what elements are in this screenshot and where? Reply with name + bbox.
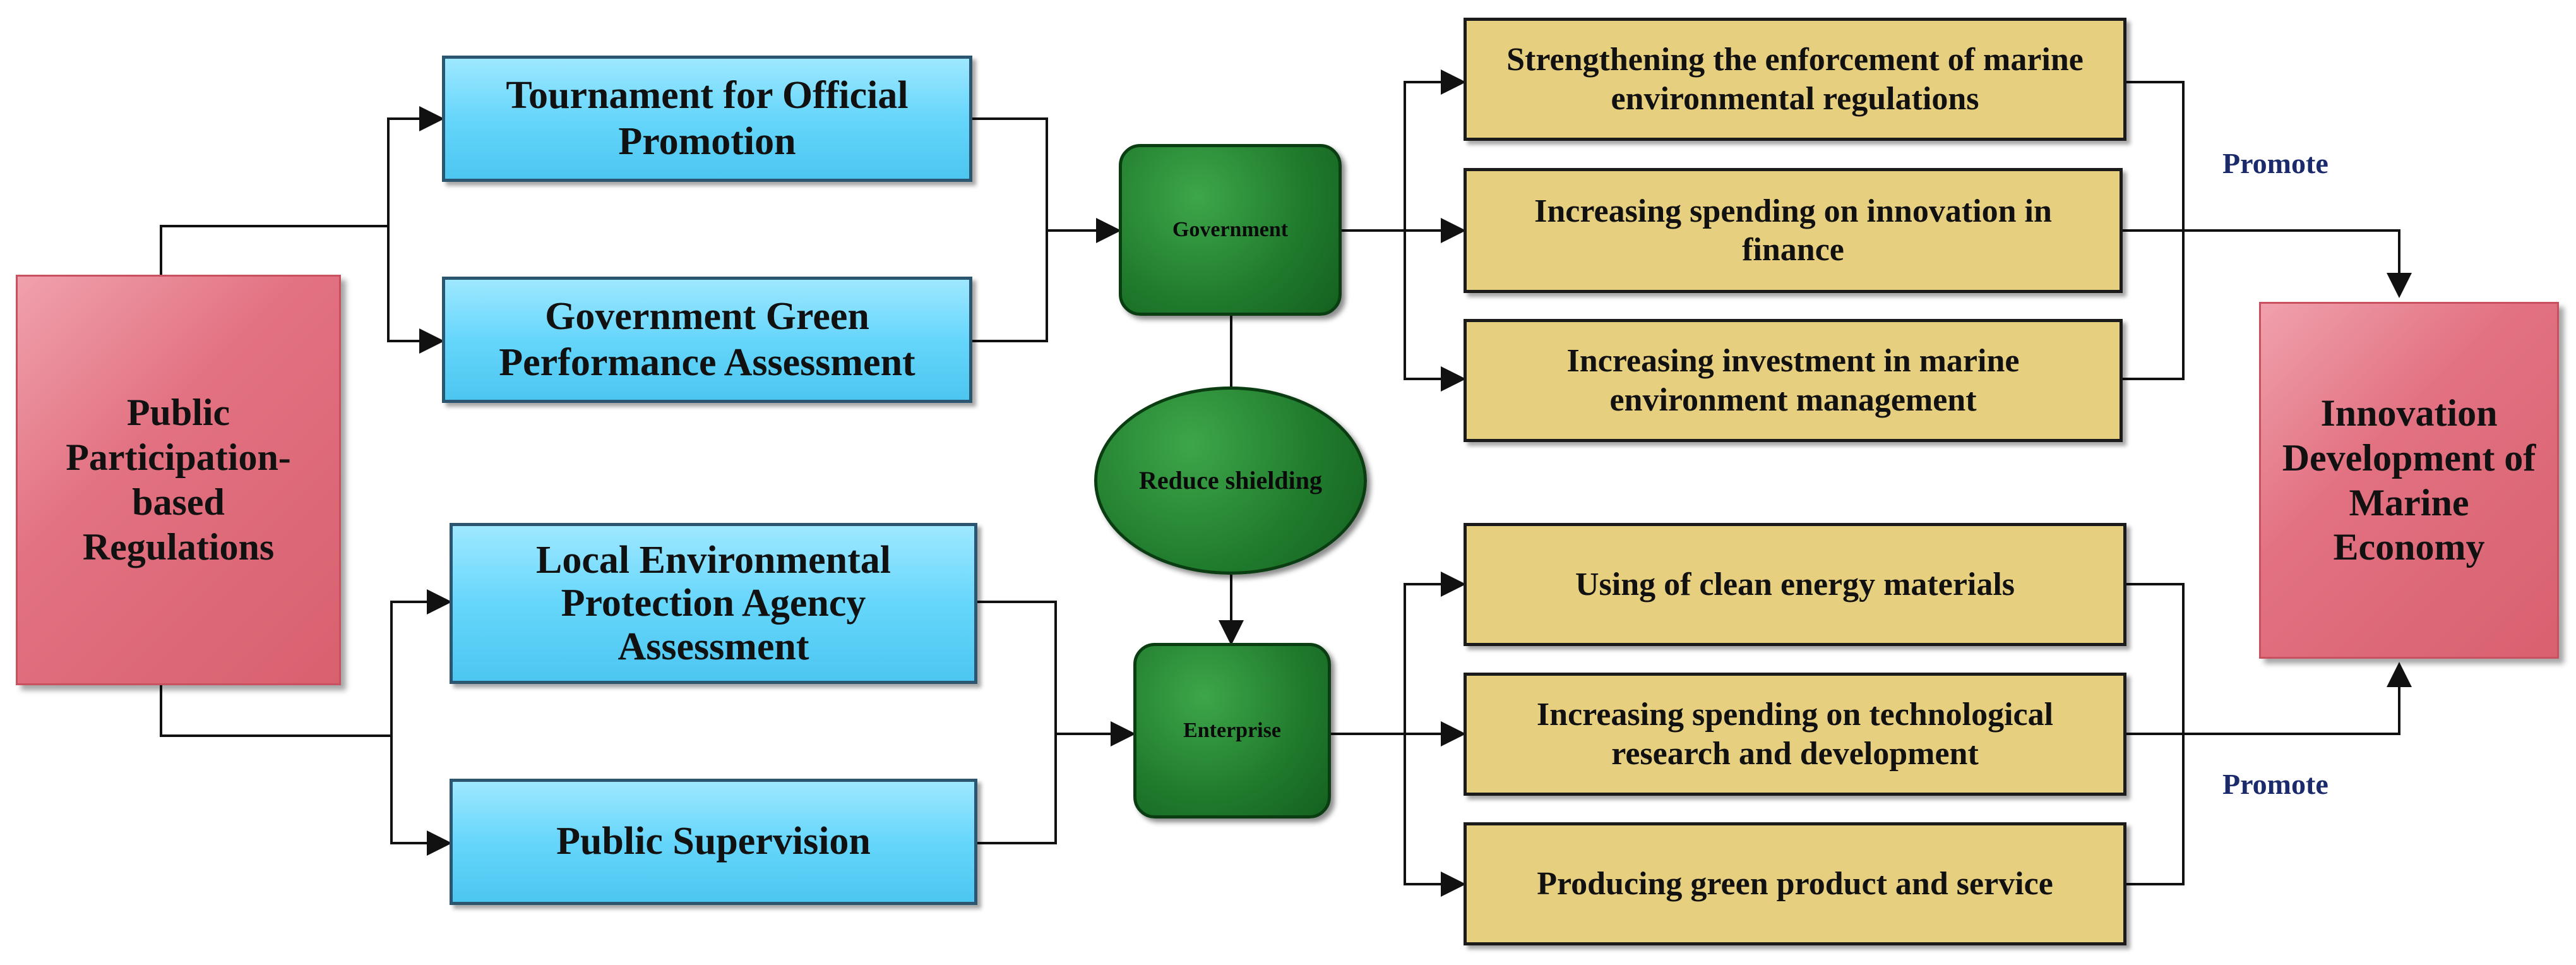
green-assessment-box: Government Green Performance Assessment (442, 277, 972, 403)
enterprise-label: Enterprise (1183, 718, 1281, 742)
public-participation-regulations-box: Public Participation-based Regulations (16, 275, 341, 685)
public-participation-regulations-label: Public Participation-based Regulations (66, 392, 291, 568)
arrow-promote-bottom (2126, 662, 2412, 735)
gov-action-label-2: Increasing spending on innovation in fin… (1534, 193, 2052, 268)
tournament-box: Tournament for Official Promotion (442, 56, 972, 182)
enterprise-node: Enterprise (1133, 643, 1331, 818)
arrow-to-gov-action-3 (1404, 231, 1466, 392)
gov-action-label-3: Increasing investment in marine environm… (1566, 343, 2020, 418)
ent-action-label-2: Increasing spending on technological res… (1536, 697, 2054, 772)
merge-bottom-mechanisms (977, 601, 1057, 844)
connector-left-top (160, 225, 388, 275)
local-agency-box: Local Environmental Protection Agency As… (450, 523, 977, 684)
local-agency-label: Local Environmental Protection Agency As… (535, 539, 891, 668)
green-assessment-label: Government Green Performance Assessment (499, 294, 915, 384)
government-node: Government (1119, 144, 1342, 316)
reduce-shielding-node: Reduce shielding (1094, 387, 1367, 575)
ent-action-label-1: Using of clean energy materials (1575, 566, 2015, 602)
promote-label-bottom: Promote (2222, 768, 2329, 800)
arrow-to-green-assessment (387, 226, 444, 354)
reduce-shielding-label: Reduce shielding (1138, 466, 1323, 494)
public-supervision-box: Public Supervision (450, 779, 977, 905)
arrow-to-local-agency (390, 589, 452, 736)
gov-action-label-1: Strengthening the enforcement of marine … (1506, 42, 2084, 117)
gov-action-box-2: Increasing spending on innovation in fin… (1464, 168, 2123, 293)
ent-action-box-2: Increasing spending on technological res… (1464, 673, 2126, 796)
merge-top-mechanisms (972, 117, 1048, 342)
promote-label-top: Promote (2222, 147, 2329, 179)
connector-left-bottom (160, 685, 391, 737)
arrow-promote-top (2123, 229, 2412, 298)
public-supervision-label: Public Supervision (556, 820, 871, 863)
ent-action-label-3: Producing green product and service (1537, 865, 2053, 902)
gov-action-box-3: Increasing investment in marine environm… (1464, 319, 2123, 442)
ent-action-box-3: Producing green product and service (1464, 822, 2126, 945)
innovation-development-box: Innovation Development of Marine Economy (2259, 302, 2559, 659)
arrow-to-gov-action-1 (1404, 69, 1466, 231)
ent-action-box-1: Using of clean energy materials (1464, 523, 2126, 646)
arrow-to-ent-action-3 (1404, 734, 1466, 897)
government-label: Government (1172, 217, 1289, 241)
gov-action-box-1: Strengthening the enforcement of marine … (1464, 18, 2126, 141)
arrow-to-tournament (387, 106, 444, 226)
arrow-to-ent-action-1 (1404, 572, 1466, 734)
innovation-development-label: Innovation Development of Marine Economy (2282, 392, 2536, 568)
arrow-to-public-supervision (390, 736, 452, 856)
tournament-label: Tournament for Official Promotion (506, 73, 909, 163)
